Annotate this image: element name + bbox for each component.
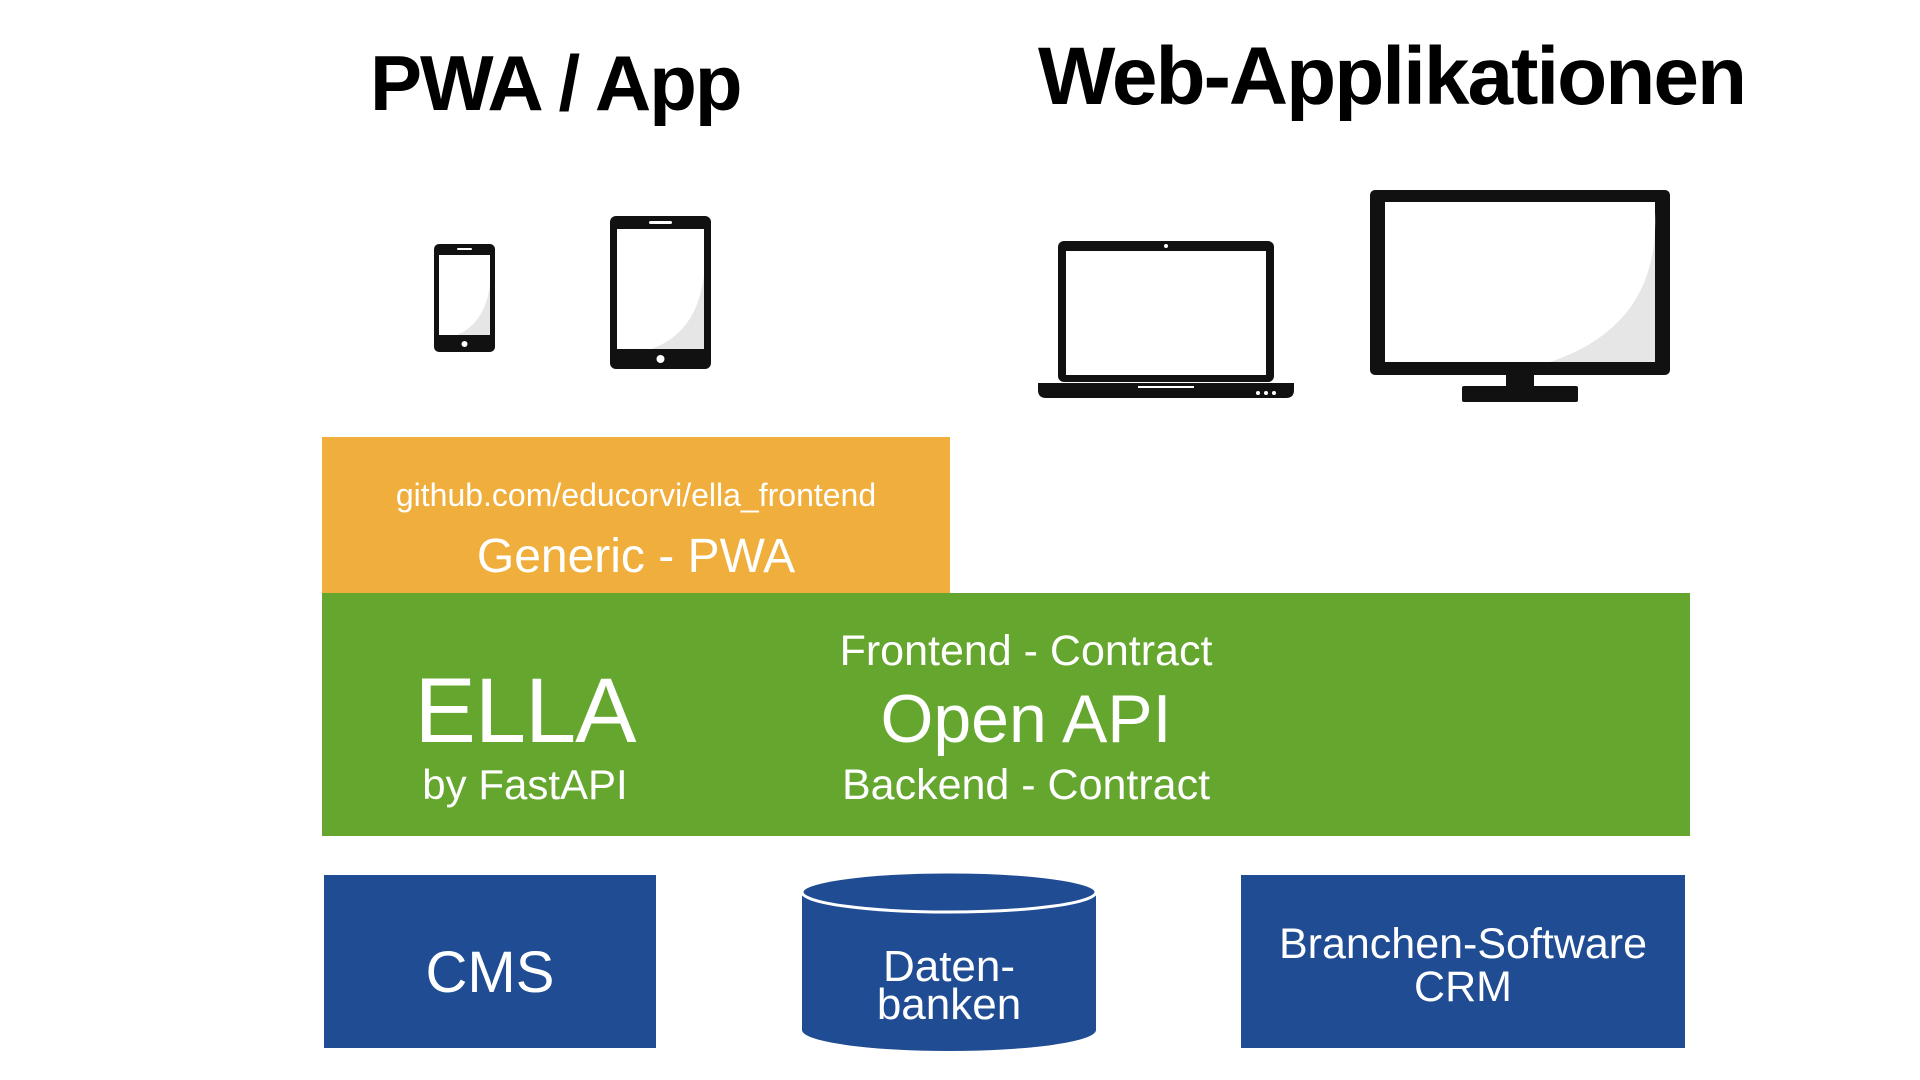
ella-layer: ELLA by FastAPI Frontend - Contract Open… bbox=[322, 593, 1690, 836]
cms-label: CMS bbox=[425, 940, 555, 1005]
cms-block: CMS bbox=[324, 875, 656, 1048]
database-icon bbox=[800, 870, 1098, 1051]
backend-contract-label: Backend - Contract bbox=[841, 761, 1211, 809]
database-label-line1: Daten- bbox=[882, 942, 1016, 991]
tablet-icon bbox=[609, 215, 712, 370]
open-api-label: Open API bbox=[880, 681, 1172, 757]
monitor-icon bbox=[1370, 190, 1670, 402]
industry-software-crm-block: Branchen-Software CRM bbox=[1241, 875, 1685, 1048]
pwa-repository-label: github.com/educorvi/ella_frontend bbox=[395, 477, 877, 513]
industry-software-label: Branchen-Software bbox=[1278, 920, 1648, 968]
smartphone-icon bbox=[433, 243, 496, 353]
database-label-line2: banken bbox=[876, 980, 1022, 1029]
generic-pwa-layer: github.com/educorvi/ella_frontend Generi… bbox=[322, 437, 950, 593]
ella-fastapi-label: by FastAPI bbox=[422, 761, 628, 808]
generic-pwa-label: Generic - PWA bbox=[476, 530, 796, 583]
pwa-app-heading: PWA / App bbox=[370, 39, 743, 127]
frontend-contract-label: Frontend - Contract bbox=[839, 627, 1213, 675]
ella-name-label: ELLA bbox=[414, 660, 636, 762]
crm-label: CRM bbox=[1414, 963, 1512, 1011]
database-cylinder: Daten- banken bbox=[800, 870, 1098, 1053]
web-applications-heading: Web-Applikationen bbox=[1038, 31, 1747, 122]
laptop-icon bbox=[1038, 240, 1294, 398]
